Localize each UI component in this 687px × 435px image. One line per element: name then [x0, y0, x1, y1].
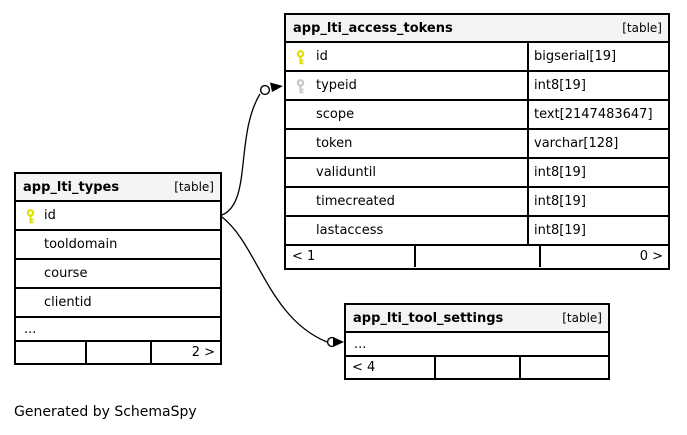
generated-by-caption: Generated by SchemaSpy [14, 404, 197, 420]
column-name-cell: tooldomain [16, 231, 220, 258]
table-header[interactable]: app_lti_access_tokens [table] [286, 15, 668, 43]
primary-key-icon [26, 209, 35, 224]
column-name: clientid [44, 295, 92, 310]
column-name-cell: id [16, 202, 220, 229]
column-row: clientid [16, 289, 220, 318]
column-name-cell: id [286, 43, 527, 70]
table-footer: < 4 [346, 357, 608, 378]
column-row: id [16, 202, 220, 231]
column-row: tooldomain [16, 231, 220, 260]
table-header[interactable]: app_lti_tool_settings [table] [346, 305, 608, 333]
footer-parents-count: 2 > [150, 342, 220, 363]
column-row: token varchar[128] [286, 130, 668, 159]
column-name: id [316, 49, 328, 64]
table-app-lti-types[interactable]: app_lti_types [table] id tooldomain cour… [14, 172, 222, 365]
column-type: varchar[128] [527, 130, 668, 157]
column-name-cell: timecreated [286, 188, 527, 215]
table-type-badge: [table] [622, 21, 662, 35]
column-row: validuntil int8[19] [286, 159, 668, 188]
column-type: bigserial[19] [527, 43, 668, 70]
column-name-cell: course [16, 260, 220, 287]
column-type: text[2147483647] [527, 101, 668, 128]
edge-types-to-tool-settings [221, 216, 328, 343]
column-type: int8[19] [527, 217, 668, 244]
foreign-key-icon [296, 79, 305, 94]
column-name-cell: lastaccess [286, 217, 527, 244]
table-app-lti-access-tokens[interactable]: app_lti_access_tokens [table] id bigseri… [284, 13, 670, 270]
footer-parents-count: 0 > [538, 246, 668, 267]
table-title[interactable]: app_lti_access_tokens [293, 20, 453, 36]
hidden-columns-ellipsis: ... [346, 333, 608, 357]
column-name: timecreated [316, 194, 395, 209]
footer-parents-count [518, 357, 608, 378]
column-name-cell: validuntil [286, 159, 527, 186]
column-name: validuntil [316, 165, 376, 180]
column-name: id [44, 208, 56, 223]
table-header[interactable]: app_lti_types [table] [16, 174, 220, 202]
footer-children-count: < 4 [352, 360, 376, 375]
table-footer: < 1 0 > [286, 246, 668, 267]
edge-endpoint-circle [259, 84, 271, 96]
table-title[interactable]: app_lti_types [23, 179, 120, 195]
table-footer: 2 > [16, 342, 220, 363]
column-row: course [16, 260, 220, 289]
column-name-cell: typeid [286, 72, 527, 99]
edge-types-to-access-tokens [221, 93, 261, 216]
column-name: token [316, 136, 353, 151]
edge-arrowhead [270, 82, 283, 92]
column-row: lastaccess int8[19] [286, 217, 668, 246]
table-type-badge: [table] [174, 180, 214, 194]
column-name-cell: token [286, 130, 527, 157]
footer-middle-cell [85, 342, 150, 363]
column-type: int8[19] [527, 72, 668, 99]
column-name: course [44, 266, 88, 281]
column-name-cell: clientid [16, 289, 220, 316]
column-name: scope [316, 107, 355, 122]
column-type: int8[19] [527, 188, 668, 215]
footer-children-count: < 1 [292, 249, 316, 264]
table-type-badge: [table] [562, 311, 602, 325]
column-name-cell: scope [286, 101, 527, 128]
column-name: typeid [316, 78, 357, 93]
column-type: int8[19] [527, 159, 668, 186]
primary-key-icon [296, 50, 305, 65]
table-app-lti-tool-settings[interactable]: app_lti_tool_settings [table] ... < 4 [344, 303, 610, 380]
table-title[interactable]: app_lti_tool_settings [353, 310, 504, 326]
hidden-columns-ellipsis: ... [16, 318, 220, 342]
footer-middle-cell [434, 357, 518, 378]
column-name: tooldomain [44, 237, 118, 252]
footer-children-count [16, 342, 85, 363]
column-name: lastaccess [316, 223, 384, 238]
column-row: id bigserial[19] [286, 43, 668, 72]
column-row: scope text[2147483647] [286, 101, 668, 130]
footer-middle-cell [414, 246, 538, 267]
column-row: timecreated int8[19] [286, 188, 668, 217]
column-row: typeid int8[19] [286, 72, 668, 101]
edge-arrowhead [333, 337, 344, 347]
